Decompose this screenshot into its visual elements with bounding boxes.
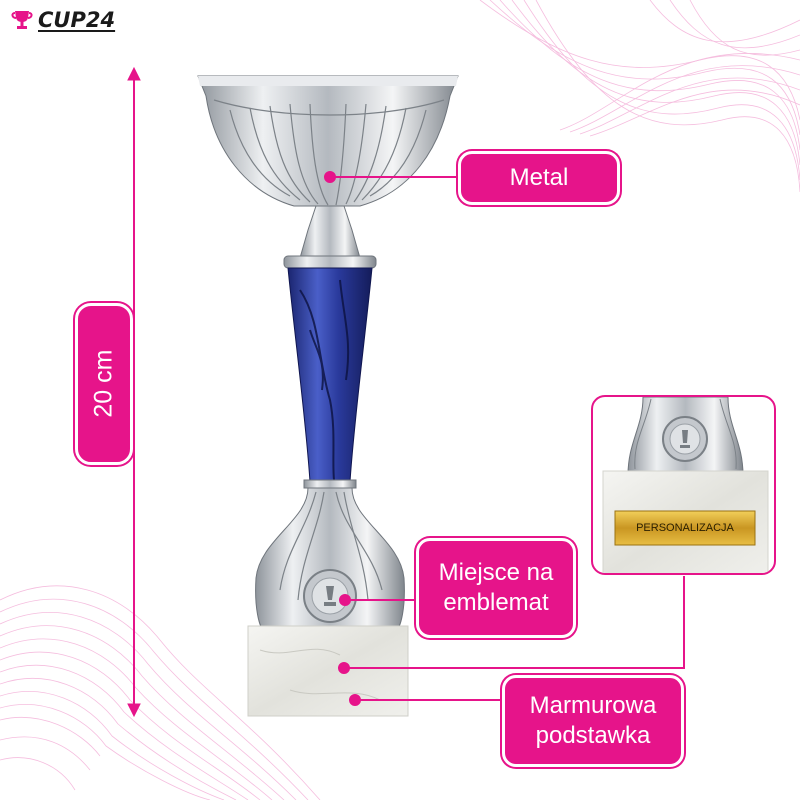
callout-marble-base: Marmurowa podstawka	[502, 675, 684, 767]
brand-logo: CUP24	[10, 8, 115, 32]
callout-emblem-line2: emblemat	[443, 589, 549, 616]
callout-base-line1: Marmurowa	[529, 692, 657, 719]
callout-emblem-line1: Miejsce na	[438, 559, 554, 586]
callout-base-line2: podstawka	[535, 722, 651, 749]
callout-metal-text: Metal	[509, 164, 569, 191]
callout-emblem: Miejsce na emblemat	[416, 538, 576, 638]
personalization-inset: PERSONALIZACJA	[591, 395, 776, 575]
brand-name: CUP24	[38, 8, 116, 32]
top-right-waves	[479, 0, 800, 193]
dimension-arrow	[127, 66, 141, 718]
callout-leaders	[324, 171, 685, 706]
callout-metal: Metal	[458, 151, 620, 205]
personalization-plate-text: PERSONALIZACJA	[636, 522, 734, 534]
dimension-label: 20 cm	[75, 303, 133, 465]
bottom-left-waves	[0, 585, 321, 800]
dimension-text: 20 cm	[89, 349, 118, 419]
trophy-icon	[11, 11, 33, 29]
inset-trophy-base	[602, 397, 769, 573]
trophy	[197, 75, 459, 717]
